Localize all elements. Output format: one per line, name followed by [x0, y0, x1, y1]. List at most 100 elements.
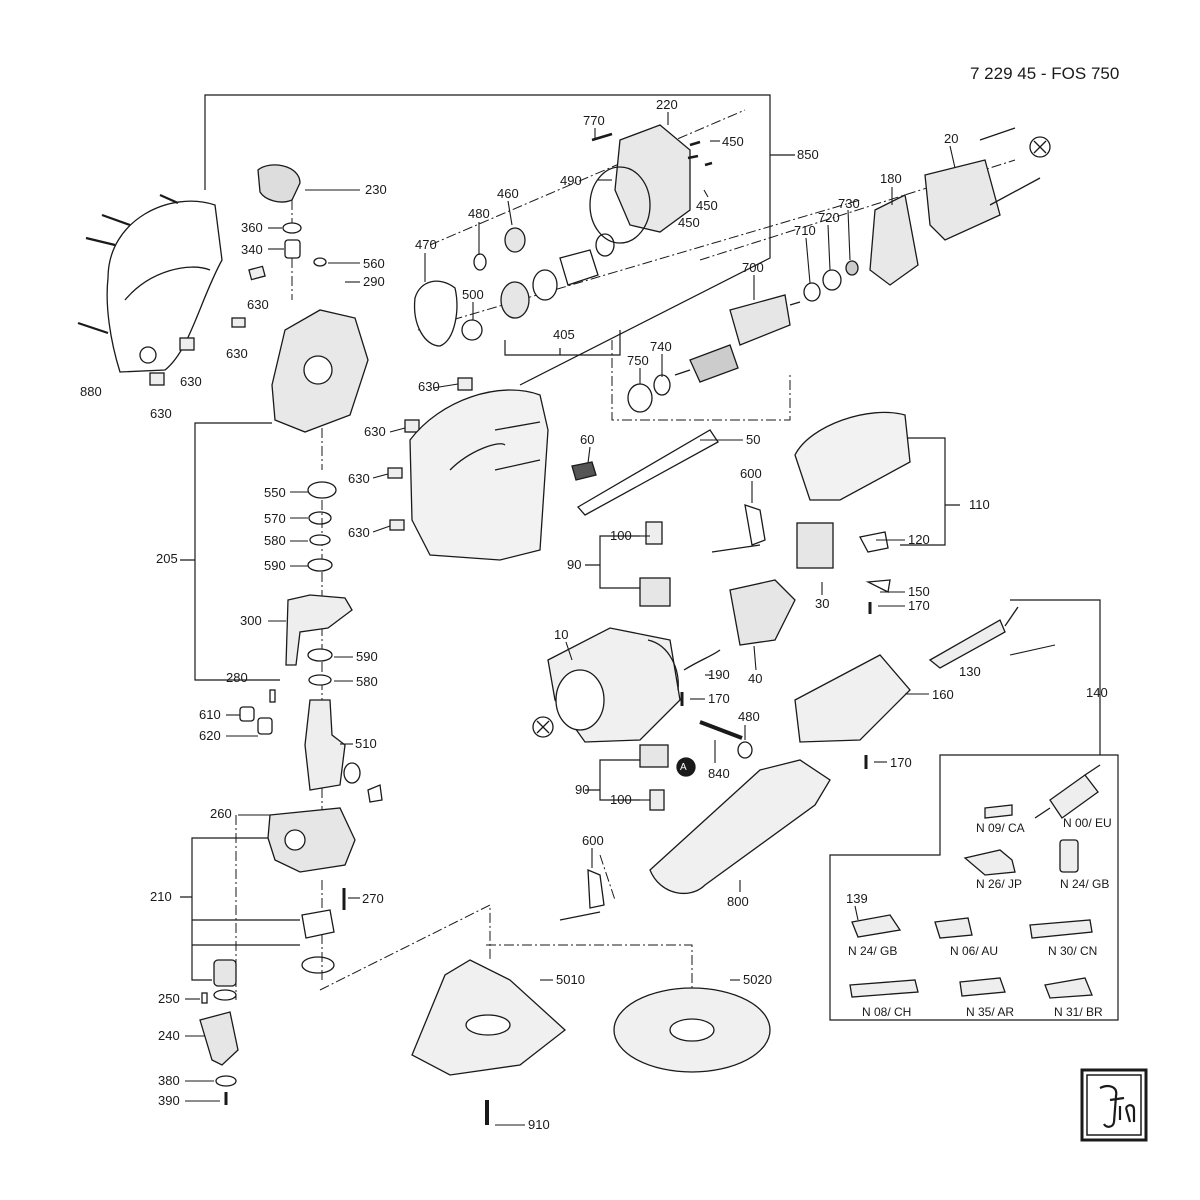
label-20: 20 — [944, 131, 959, 146]
label-750: 750 — [627, 353, 649, 368]
part-180 — [869, 194, 919, 286]
plug-label-n09: N 09/ CA — [976, 821, 1025, 835]
part-840 — [699, 720, 743, 740]
label-910: 910 — [528, 1117, 550, 1132]
label-139: 139 — [846, 891, 868, 906]
label-630-h: 630 — [348, 525, 370, 540]
label-580-a: 580 — [264, 533, 286, 548]
plug-frame — [829, 754, 1119, 1021]
label-5020: 5020 — [743, 972, 772, 987]
part-90a — [639, 577, 671, 607]
part-bearing-2 — [213, 959, 237, 987]
plug-n35 — [959, 977, 1006, 997]
marker-a — [676, 757, 696, 777]
label-510: 510 — [355, 736, 377, 751]
label-170-c: 170 — [890, 755, 912, 770]
label-570: 570 — [264, 511, 286, 526]
label-290: 290 — [363, 274, 385, 289]
label-840: 840 — [708, 766, 730, 781]
part-230 — [257, 164, 301, 203]
label-205: 205 — [156, 551, 178, 566]
part-610 — [239, 706, 255, 722]
part-580a — [309, 534, 331, 546]
marker-a-label: A — [680, 762, 687, 773]
bracket-850 — [204, 94, 795, 386]
label-170-b: 170 — [708, 691, 730, 706]
label-560: 560 — [363, 256, 385, 271]
label-630-a: 630 — [247, 297, 269, 312]
label-10: 10 — [554, 627, 569, 642]
plug-label-n26: N 26/ JP — [976, 877, 1023, 891]
part-260 — [267, 807, 356, 873]
part-620 — [257, 717, 273, 735]
part-x1 — [343, 762, 361, 784]
label-250: 250 — [158, 991, 180, 1006]
part-480b — [737, 741, 753, 759]
plug-label-n06: N 06/ AU — [950, 944, 999, 958]
label-630-e: 630 — [418, 379, 440, 394]
label-470: 470 — [415, 237, 437, 252]
plug-label-n24gb-b: N 24/ GB — [848, 944, 898, 958]
plug-n26 — [963, 849, 1016, 876]
label-40: 40 — [748, 671, 763, 686]
part-700-armature — [674, 294, 801, 383]
part-600a — [744, 504, 766, 546]
label-610: 610 — [199, 707, 221, 722]
bracket-90a — [585, 535, 640, 589]
label-490: 490 — [560, 173, 582, 188]
part-500 — [461, 319, 483, 341]
label-120: 120 — [908, 532, 930, 547]
bracket-405 — [504, 330, 621, 356]
label-720: 720 — [818, 210, 840, 225]
plug-n24gb-b — [851, 914, 902, 938]
part-800 — [649, 759, 831, 894]
part-630-pads — [149, 265, 473, 531]
label-5010: 5010 — [556, 972, 585, 987]
label-390: 390 — [158, 1093, 180, 1108]
label-460: 460 — [497, 186, 519, 201]
label-480-b: 480 — [738, 709, 760, 724]
label-800: 800 — [727, 894, 749, 909]
part-490 — [589, 166, 651, 244]
label-450-a: 450 — [722, 134, 744, 149]
label-700: 700 — [742, 260, 764, 275]
plug-n30 — [1029, 919, 1093, 939]
part-360 — [282, 222, 302, 234]
label-620: 620 — [199, 728, 221, 743]
label-160: 160 — [932, 687, 954, 702]
label-600-a: 600 — [740, 466, 762, 481]
part-460 — [504, 227, 526, 253]
label-630-f: 630 — [364, 424, 386, 439]
part-770 — [591, 132, 613, 142]
plug-n24gb-a — [1059, 839, 1079, 873]
label-130: 130 — [959, 664, 981, 679]
part-590a — [307, 558, 333, 572]
part-30 — [796, 522, 834, 569]
label-710: 710 — [794, 223, 816, 238]
plug-label-n24gb-a: N 24/ GB — [1060, 877, 1110, 891]
label-190: 190 — [708, 667, 730, 682]
label-360: 360 — [241, 220, 263, 235]
plug-n08 — [849, 979, 919, 998]
label-380: 380 — [158, 1073, 180, 1088]
label-450-b: 450 — [696, 198, 718, 213]
label-270: 270 — [362, 891, 384, 906]
part-590b — [307, 648, 333, 662]
part-580b — [308, 674, 332, 686]
label-100-a: 100 — [610, 528, 632, 543]
label-405: 405 — [553, 327, 575, 342]
part-720 — [822, 269, 842, 291]
part-340 — [284, 239, 301, 259]
part-150 — [865, 579, 891, 593]
label-590-a: 590 — [264, 558, 286, 573]
part-880-cover — [77, 193, 223, 373]
part-300 — [285, 594, 353, 666]
part-480a — [473, 253, 487, 271]
part-560 — [313, 257, 327, 267]
label-730: 730 — [838, 196, 860, 211]
part-550 — [307, 481, 337, 499]
bracket-90b — [585, 759, 640, 801]
part-250 — [201, 992, 208, 1004]
part-280 — [269, 689, 276, 703]
